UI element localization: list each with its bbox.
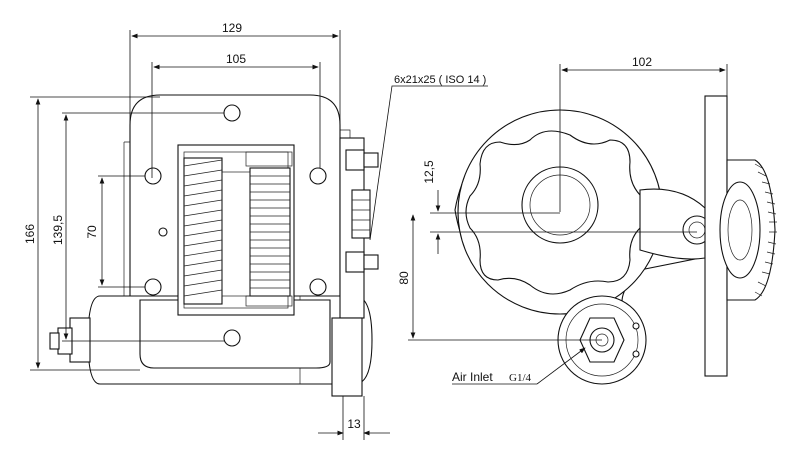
front-view (49, 94, 379, 397)
front-dimensions: 129 105 166 139,5 70 13 6x21x25 ( ISO 14… (23, 21, 488, 440)
spur-gear (245, 151, 293, 307)
bolt-hole-right-bottom (309, 278, 327, 296)
bolt-hole-bottom (223, 329, 241, 347)
dim-13: 13 (347, 417, 361, 431)
air-fitting (69, 317, 91, 363)
dim-70: 70 (85, 225, 99, 239)
bolt-hole-right-top (309, 167, 327, 185)
side-gear (719, 159, 777, 301)
bolt-hole-left-bottom (144, 278, 162, 296)
center-plug (158, 227, 168, 237)
dim-102: 102 (632, 55, 652, 69)
air-inlet-label: Air Inlet (452, 370, 493, 384)
output-shaft (351, 189, 371, 239)
dim-139-5: 139,5 (51, 215, 65, 245)
shaft-spec-label: 6x21x25 ( ISO 14 ) (394, 74, 486, 86)
dim-129: 129 (222, 21, 242, 35)
dim-166: 166 (23, 224, 37, 244)
dim-12-5: 12,5 (422, 160, 436, 184)
bolt-hole-top (223, 104, 241, 122)
dim-80: 80 (397, 271, 411, 285)
bolt-hole-left-top (144, 167, 162, 185)
helical-gear (183, 157, 223, 305)
side-dimensions: 102 12,5 80 Air Inlet G1/4 (397, 55, 728, 385)
dim-105: 105 (226, 52, 246, 66)
side-view (454, 95, 777, 385)
air-inlet-thread-label: G1/4 (509, 372, 532, 384)
